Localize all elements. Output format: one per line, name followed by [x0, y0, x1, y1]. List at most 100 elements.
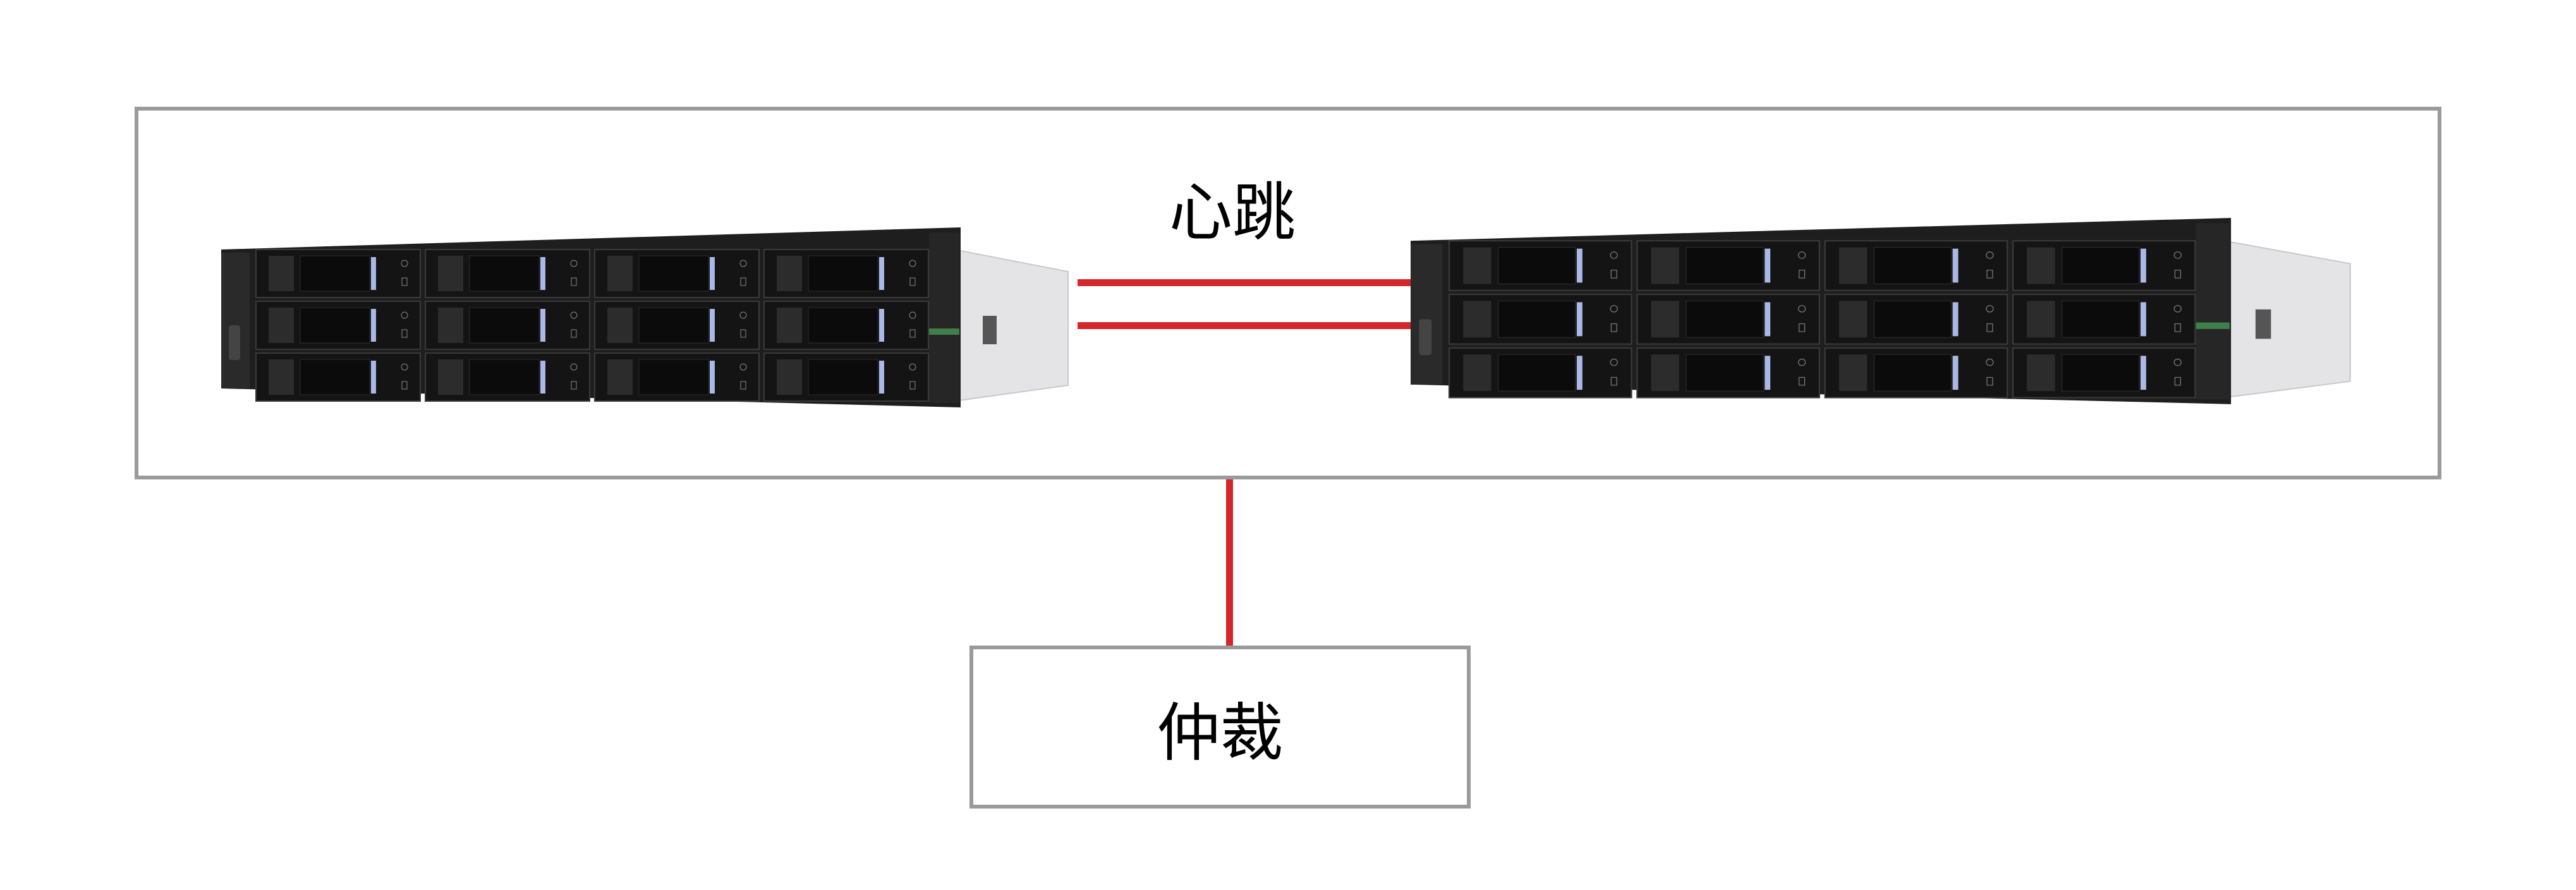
- drive-activity-icon: [2174, 323, 2181, 332]
- drive-handle: [1686, 247, 1764, 284]
- vent-mesh: [777, 359, 802, 395]
- drive-latch: [1952, 356, 1959, 390]
- vga-port: [229, 325, 240, 360]
- vent-mesh: [777, 308, 802, 343]
- vent-mesh: [438, 308, 463, 343]
- drive-latch: [1576, 248, 1583, 283]
- drive-activity-icon: [909, 277, 916, 286]
- drive-latch: [710, 309, 715, 342]
- vent-mesh: [1651, 301, 1679, 338]
- drive-activity-icon: [1610, 323, 1617, 332]
- drive-handle: [300, 359, 370, 395]
- drive-activity-icon: [1986, 270, 1993, 279]
- drive-led-icon: [2173, 305, 2182, 313]
- drive-latch: [879, 361, 884, 394]
- drive-handle: [638, 359, 709, 395]
- drive-bay: [1448, 347, 1632, 399]
- drive-latch: [540, 309, 545, 342]
- drive-bay: [763, 352, 929, 402]
- vent-mesh: [1838, 354, 1868, 392]
- drive-bay: [763, 301, 929, 350]
- drive-led-icon: [1797, 251, 1806, 259]
- drive-handle: [300, 307, 370, 344]
- right-ear: [929, 232, 959, 403]
- drive-bay: [1636, 240, 1820, 291]
- drive-latch: [879, 257, 884, 290]
- drive-handle: [1498, 247, 1576, 284]
- server-right: [1411, 218, 2351, 404]
- drive-bay: [255, 352, 421, 402]
- chassis-side: [2223, 239, 2351, 399]
- drive-handle: [469, 359, 540, 395]
- vent-mesh: [1651, 247, 1679, 284]
- arbiter-box: 仲裁: [969, 646, 1471, 809]
- drive-latch: [1765, 302, 1771, 337]
- drive-latch: [710, 257, 715, 290]
- drive-activity-icon: [401, 329, 408, 338]
- drive-bay: [1824, 347, 2008, 399]
- vent-mesh: [607, 256, 633, 291]
- drive-handle: [2062, 247, 2140, 284]
- drive-handle: [1498, 300, 1576, 338]
- drive-latch: [2140, 356, 2146, 390]
- drive-led-icon: [909, 363, 916, 371]
- drive-handle: [469, 255, 540, 292]
- drive-handle: [300, 255, 370, 292]
- drive-bay: [1448, 294, 1632, 345]
- vent-grille: [2255, 309, 2271, 339]
- vent-mesh: [2027, 247, 2055, 284]
- drive-activity-icon: [1799, 270, 1806, 279]
- drive-activity-icon: [909, 329, 916, 338]
- drive-led-icon: [739, 311, 747, 319]
- drive-latch: [1765, 356, 1771, 390]
- vent-mesh: [438, 359, 463, 395]
- drive-latch: [540, 257, 545, 290]
- drive-activity-icon: [401, 277, 408, 286]
- heartbeat-link-1: [1078, 279, 1419, 286]
- left-ear: [1411, 244, 1442, 385]
- drive-bay: [2012, 347, 2196, 399]
- drive-latch: [710, 361, 715, 394]
- vent-mesh: [269, 256, 294, 291]
- drive-activity-icon: [1799, 323, 1806, 332]
- drive-handle: [2062, 354, 2140, 392]
- vent-mesh: [607, 308, 633, 343]
- drive-latch: [371, 257, 376, 290]
- drive-latch: [371, 309, 376, 342]
- drive-activity-icon: [571, 277, 577, 286]
- chassis-side: [954, 248, 1069, 402]
- vent-mesh: [1651, 354, 1679, 392]
- drive-led-icon: [909, 311, 916, 319]
- drive-latch: [1576, 302, 1583, 337]
- drive-led-icon: [401, 260, 408, 267]
- drive-bay: [1824, 294, 2008, 345]
- drive-bay: [1448, 240, 1632, 291]
- arbiter-label: 仲裁: [1157, 695, 1284, 770]
- vent-grille: [983, 316, 997, 344]
- drive-activity-icon: [909, 381, 916, 390]
- left-ear: [221, 253, 250, 388]
- drive-activity-icon: [1610, 270, 1617, 279]
- drive-activity-icon: [1610, 376, 1617, 386]
- right-ear: [2196, 223, 2230, 400]
- heartbeat-label: 心跳: [1169, 176, 1296, 250]
- vent-mesh: [607, 359, 633, 395]
- drive-bay: [255, 301, 421, 350]
- drive-led-icon: [401, 311, 408, 319]
- drive-led-icon: [570, 363, 578, 371]
- drive-latch: [371, 361, 376, 394]
- drive-led-icon: [401, 363, 408, 371]
- vent-mesh: [438, 256, 463, 291]
- server-left: [221, 227, 1069, 407]
- drive-bay: [594, 352, 760, 402]
- drive-latch: [1952, 248, 1959, 283]
- drive-latch: [540, 361, 545, 394]
- vent-mesh: [1463, 354, 1492, 392]
- drive-handle: [1686, 354, 1764, 392]
- drive-handle: [1873, 247, 1952, 284]
- drive-led-icon: [1797, 305, 1806, 313]
- drive-handle: [808, 255, 878, 292]
- drive-led-icon: [1797, 358, 1806, 366]
- vent-mesh: [269, 308, 294, 343]
- status-led: [2196, 322, 2230, 329]
